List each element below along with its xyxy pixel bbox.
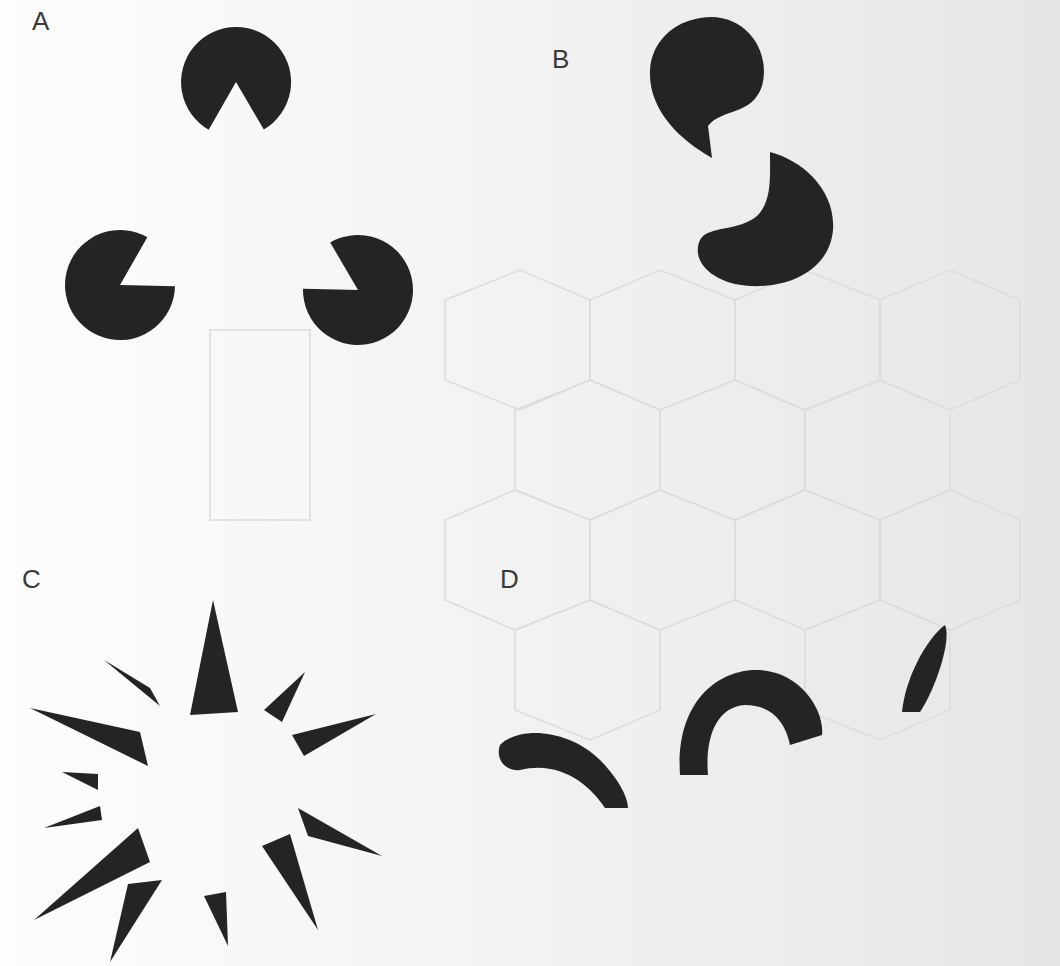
show-through-pattern (210, 270, 1020, 740)
curved-inducers (650, 17, 833, 286)
panel-letter: A (32, 8, 49, 34)
curved-bands (499, 625, 947, 808)
radial-wedges (30, 600, 382, 962)
panel-letter: D (500, 566, 519, 592)
panel-letter: B (552, 46, 569, 72)
panel-letter: C (22, 566, 41, 592)
kanizsa-inducers (65, 27, 413, 345)
